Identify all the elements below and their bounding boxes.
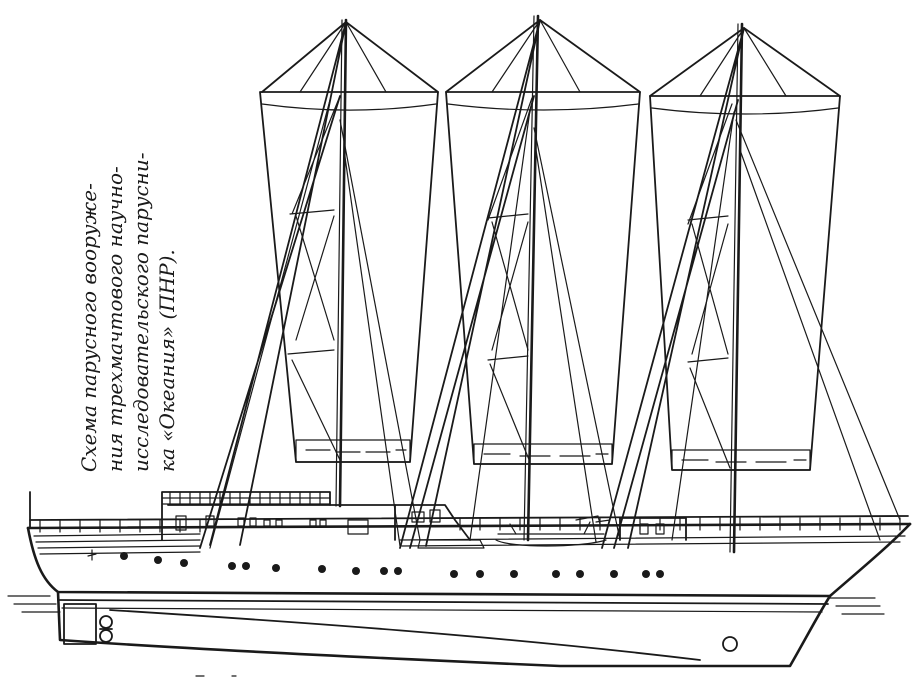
bow-porthole <box>722 636 738 652</box>
sail-3 <box>649 95 841 471</box>
hull <box>26 491 912 668</box>
mast-1 <box>199 18 439 549</box>
diagram-caption: Схема парусного вооруже- ния трехмачтово… <box>77 152 179 472</box>
sail-1 <box>259 91 439 463</box>
caption-line-1: Схема парусного вооруже- <box>77 183 101 472</box>
hull-planking <box>33 533 906 555</box>
rudder <box>63 603 97 645</box>
mast-3 <box>601 22 901 554</box>
portholes <box>120 552 664 578</box>
caption-line-2: ния трехмачтового научно- <box>103 166 127 472</box>
sail-2 <box>445 91 641 465</box>
deck-details <box>87 549 237 677</box>
water-lines <box>7 595 885 615</box>
deckhouses <box>161 491 687 549</box>
caption-line-3: исследовательского парусни- <box>129 152 153 472</box>
mast-2 <box>399 14 641 549</box>
propeller-icon <box>99 615 113 643</box>
caption-line-4: ка «Океания» (ПНР). <box>155 249 179 472</box>
